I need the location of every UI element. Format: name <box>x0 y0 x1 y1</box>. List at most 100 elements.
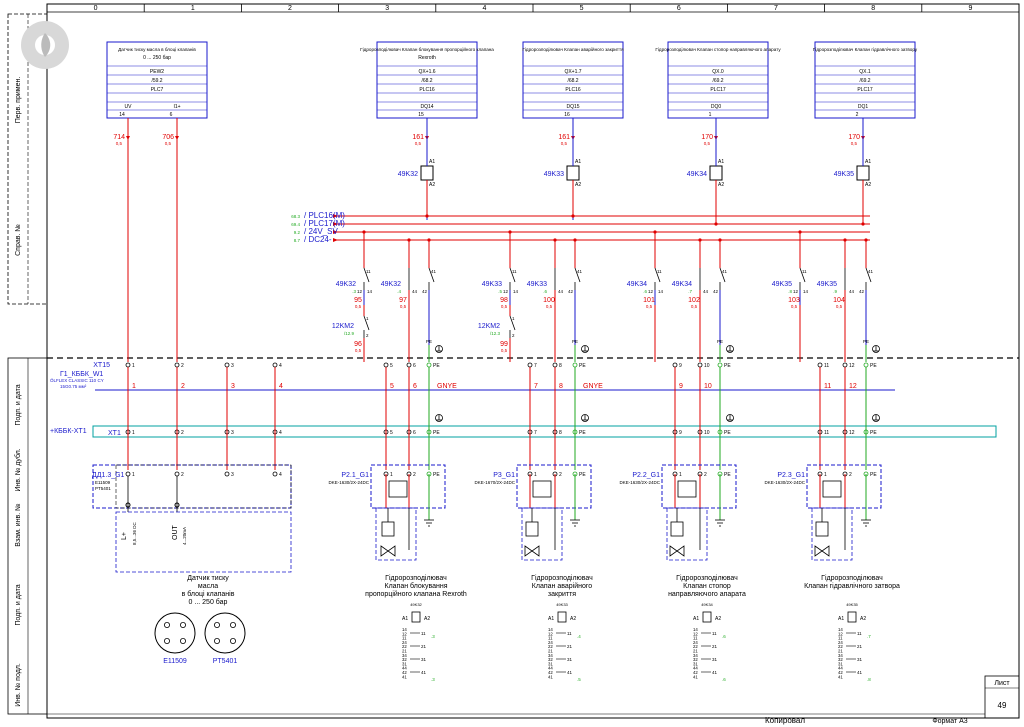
plc-pin-number: 1 <box>709 112 712 118</box>
cable-core: 6 <box>413 383 417 390</box>
breaker-name: 12KM2 <box>332 323 354 330</box>
table-contact: 41 <box>712 670 718 675</box>
column-number: 7 <box>774 5 778 12</box>
plc-pin-number: 15 <box>418 112 424 118</box>
table-coil-icon <box>557 611 567 623</box>
connector-pinout: PT5401 <box>204 612 246 665</box>
table-pin: 41 <box>548 674 553 679</box>
bus-label: / 24V_SV <box>304 227 338 236</box>
bus-line: 68.3/ PLC16(M) <box>291 211 870 220</box>
plc-output-box: Гідророзподілювач Клапан блокування проп… <box>360 41 494 119</box>
wire-section: 0,5 <box>415 141 422 146</box>
table-pin: 31 <box>548 661 553 666</box>
table-pin: 21 <box>548 649 553 654</box>
wire-section: 0,5 <box>355 348 362 353</box>
junction <box>508 230 512 234</box>
contact-relay-ref: .6 <box>543 289 547 294</box>
junction <box>425 214 429 218</box>
table-pin: 24 <box>838 640 843 645</box>
wire-number: 161 <box>558 134 570 141</box>
table-contact: 41 <box>567 670 573 675</box>
junction <box>653 230 657 234</box>
table-pin: 21 <box>693 649 698 654</box>
table-pin: 42 <box>838 670 843 675</box>
breaker-ref: /12.9 <box>344 331 355 336</box>
table-pin: 31 <box>838 661 843 666</box>
wire-number: 96 <box>354 341 362 348</box>
table-pin: 24 <box>693 640 698 645</box>
ground-icon <box>872 345 880 353</box>
relay-name: 49K32 <box>398 171 418 178</box>
table-pin: A1 <box>402 616 408 622</box>
plc-output-box: Гідророзподілювач Клапан стопор направля… <box>655 41 781 119</box>
contact-pin: 12 <box>648 289 654 294</box>
junction <box>573 238 577 242</box>
ground-icon <box>726 345 734 353</box>
terminal-pe: PE <box>579 363 586 369</box>
table-pin: A2 <box>715 616 721 622</box>
wire-number: 100 <box>543 297 555 304</box>
table-ref: .6 <box>722 634 726 639</box>
device-part: DKE-1670/2X-24DC <box>474 480 515 485</box>
terminal-dot <box>672 362 678 368</box>
terminal-dot <box>717 362 723 368</box>
rectifier-icon <box>677 480 697 498</box>
power-buses: 68.3/ PLC16(M)69.4/ PLC17(M)9.2/ 24V_SV8… <box>291 180 870 244</box>
terminal-dot <box>174 471 180 477</box>
table-pin: 34 <box>548 653 553 658</box>
plc-box-row: QX+1.6 <box>418 69 435 75</box>
bus-ref: 9.2 <box>294 230 301 235</box>
wire-section: 0,5 <box>646 304 653 309</box>
junction <box>407 238 411 242</box>
table-contact: 41 <box>421 670 427 675</box>
terminal-number: 10 <box>704 363 710 369</box>
table-pin: 34 <box>838 653 843 658</box>
plc-box-row: QX.1 <box>859 69 871 75</box>
device-pe: PE <box>724 472 731 478</box>
plc-box-row: QX+1.7 <box>564 69 581 75</box>
table-ref: .6 <box>722 677 726 682</box>
terminal-rail <box>92 425 997 438</box>
wire-section: 0,5 <box>400 304 407 309</box>
relay-name: 49K35 <box>834 171 854 178</box>
table-contact: 21 <box>857 644 863 649</box>
plc-box-title: Гідророзподілювач Клапан гідравлічного з… <box>813 47 918 52</box>
solenoid-icon <box>670 521 684 537</box>
table-pin: 11 <box>693 636 698 641</box>
ground-icon <box>581 345 589 353</box>
contact-pin: 41 <box>577 269 583 274</box>
junction <box>714 222 718 226</box>
plc-pin-label: DQ0 <box>711 104 722 110</box>
terminal-number: 4 <box>279 363 282 369</box>
terminal-number: 5 <box>390 363 393 369</box>
sensor-lplus-range: 8,5...36 DC <box>132 521 137 545</box>
contact-pin: 14 <box>803 289 809 294</box>
plc-box-row: PLC17 <box>710 87 726 93</box>
wire-number: 170 <box>701 134 713 141</box>
bus-ref: 8.7 <box>294 238 301 243</box>
valve-desc: пропорційного клапана Rexroth <box>365 590 467 598</box>
table-pin: 24 <box>548 640 553 645</box>
relay-name: 49K33 <box>544 171 564 178</box>
device-pin: 2 <box>849 472 852 478</box>
table-contact: 21 <box>712 644 718 649</box>
terminal-dot <box>552 362 558 368</box>
column-number: 6 <box>677 5 681 12</box>
side-label: Инв. № подл. <box>15 663 22 707</box>
contact-pin: 42 <box>568 289 574 294</box>
terminal-number: 1 <box>132 430 135 436</box>
table-pin: 11 <box>838 636 843 641</box>
cable-name: Г1_КББК_W1 <box>60 371 103 378</box>
wire-section: 0,5 <box>355 304 362 309</box>
bus-ref: 68.3 <box>291 214 300 219</box>
coil-pin: A1 <box>429 159 435 165</box>
wire-number: 706 <box>162 134 174 141</box>
wire-section: 0,5 <box>791 304 798 309</box>
plc-pin-label: I1+ <box>173 104 180 110</box>
